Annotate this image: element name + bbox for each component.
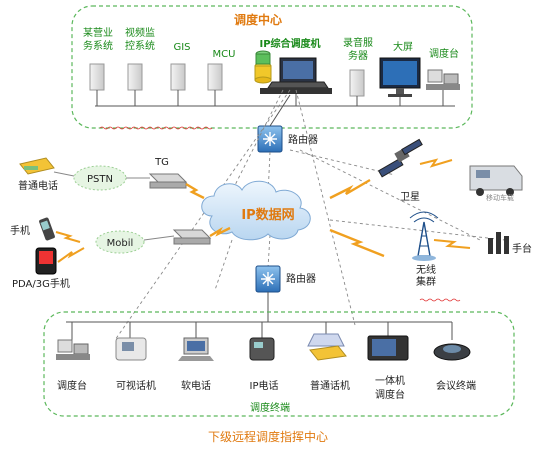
recorder-label-2: 务器 <box>348 49 368 62</box>
ordinary-handset-icon <box>307 322 347 361</box>
network-links <box>114 89 506 341</box>
server-video-label-2: 控系统 <box>125 39 155 52</box>
bottom-router-label: 路由器 <box>286 272 316 285</box>
bottom-router-icon <box>255 265 281 293</box>
satellite-lightning <box>329 178 371 200</box>
tg-bottom-lightning <box>209 226 231 238</box>
terminal-label-2: 软电话 <box>181 379 211 392</box>
recorder-server-icon <box>349 69 365 106</box>
server-business-label-1: 某营业 <box>83 26 113 39</box>
tg-top-label: TG <box>154 157 169 168</box>
handset-label: 手台 <box>512 242 532 255</box>
server-mcu-icon <box>207 63 223 106</box>
console-icon <box>426 69 460 106</box>
trunking-label-2: 集群 <box>416 275 436 288</box>
softphone-icon <box>178 322 214 361</box>
top-router-label: 路由器 <box>288 133 318 146</box>
ip-network-label: IP数据网 <box>241 207 294 223</box>
terminal-label-5b: 调度台 <box>375 388 405 401</box>
ordinary-phone-icon <box>19 157 55 175</box>
handset-icon <box>488 232 509 254</box>
mobil-cloud-icon <box>95 230 145 254</box>
tg-top-icon <box>148 173 188 189</box>
trunking-lightning <box>329 228 385 258</box>
router-to-console-line <box>269 94 291 127</box>
terminal-label-3: IP电话 <box>250 379 279 392</box>
handset-lightning <box>433 239 471 249</box>
server-business-icon <box>89 63 105 106</box>
radio-tower-icon <box>409 211 439 261</box>
ip-console-label: IP综合调度机 <box>259 37 320 50</box>
decorative-wave-line-2 <box>419 298 461 302</box>
decorative-wave-line <box>99 126 213 130</box>
server-video-icon <box>127 63 143 106</box>
server-gis-label: GIS <box>173 42 190 53</box>
terminal-frame <box>43 311 515 417</box>
satellite-icon <box>377 138 423 178</box>
terminal-label-6: 会议终端 <box>436 379 476 392</box>
pda-label: PDA/3G手机 <box>12 277 70 290</box>
footer-title: 下级远程调度指挥中心 <box>208 429 328 444</box>
terminal-console-icon <box>56 322 90 360</box>
mobile-phone-icon <box>39 217 55 241</box>
dispatch-center-title: 调度中心 <box>234 12 282 27</box>
mobile-phone-label: 手机 <box>10 224 30 237</box>
vehicle-label: 移动车载 <box>486 193 514 202</box>
big-screen-label: 大屏 <box>393 40 413 53</box>
pstn-label: PSTN <box>87 174 113 185</box>
server-mcu-label: MCU <box>213 49 236 60</box>
tg-bottom-icon <box>172 229 212 245</box>
mobile-lightning <box>55 231 81 243</box>
big-screen-icon <box>379 57 421 106</box>
video-phone-icon <box>115 322 147 361</box>
ip-phone-icon <box>249 322 275 361</box>
pda-lightning <box>57 247 85 263</box>
terminal-label-4: 普通话机 <box>310 379 350 392</box>
vehicle-icon <box>469 165 523 196</box>
server-gis-icon <box>170 63 186 106</box>
conference-terminal-icon <box>433 322 471 361</box>
trunking-label-1: 无线 <box>416 263 436 276</box>
mobil-label: Mobil <box>107 238 134 249</box>
mobil-to-tg-line <box>143 235 175 241</box>
satellite-vehicle-lightning <box>419 158 453 168</box>
terminal-label-1: 可视话机 <box>116 379 156 392</box>
tg-top-lightning <box>185 182 205 200</box>
ip-network-cloud-icon <box>201 180 311 241</box>
console-label: 调度台 <box>429 47 459 60</box>
terminal-group-label: 调度终端 <box>250 401 290 414</box>
recorder-label-1: 录音服 <box>343 36 373 49</box>
terminal-label-5a: 一体机 <box>375 374 405 387</box>
phone-to-pstn-line <box>53 171 75 177</box>
all-in-one-console-icon <box>367 322 409 361</box>
ip-console-icon <box>254 50 332 106</box>
server-business-label-2: 务系统 <box>83 39 113 52</box>
terminal-label-0: 调度台 <box>57 379 87 392</box>
satellite-label: 卫星 <box>400 191 420 203</box>
pda-icon <box>35 247 57 275</box>
server-video-label-1: 视频监 <box>125 26 155 39</box>
ordinary-phone-label: 普通电话 <box>18 179 58 192</box>
